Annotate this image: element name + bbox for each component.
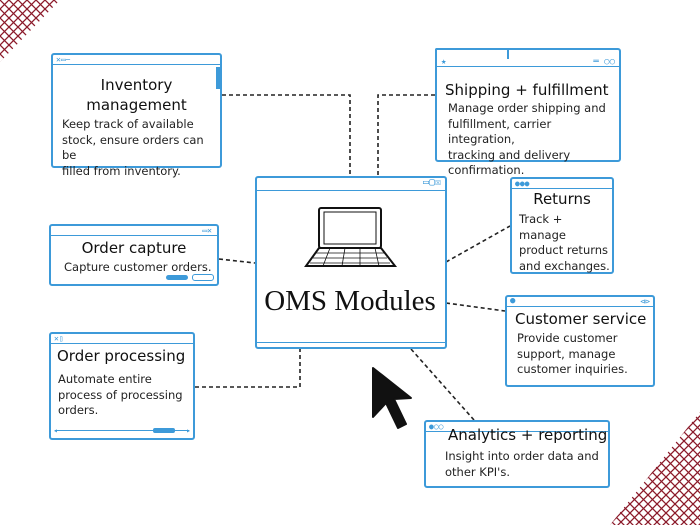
module-title: Inventory management — [86, 76, 187, 114]
crosshatch-top-left — [0, 0, 60, 62]
horizontal-scrollbar[interactable] — [55, 430, 189, 431]
center-window: ▭▢☒ — [255, 176, 447, 349]
module-title: Shipping + fulfillment — [445, 81, 609, 99]
module-description: Capture customer orders. — [64, 260, 212, 274]
module-description: Manage order shipping and fulfillment, c… — [448, 101, 606, 177]
module-title: Customer service — [515, 310, 647, 328]
connector-customer-service — [445, 302, 506, 312]
module-title: Order capture — [81, 239, 187, 257]
module-title: Order processing — [57, 347, 186, 365]
module-analytics: ●○○ Analytics + reporting Insight into o… — [424, 420, 610, 488]
scrollbar-thumb[interactable] — [153, 428, 175, 433]
module-returns: ●●● Returns Track + manage product retur… — [510, 177, 614, 274]
scrollbar[interactable] — [216, 67, 220, 89]
scroll-right-icon[interactable]: ▸ — [186, 426, 191, 435]
window-controls: ▭✕ — [202, 226, 212, 235]
connector-returns — [445, 225, 511, 263]
window-controls: ●●● — [515, 179, 530, 188]
module-description: Provide customer support, manage custome… — [517, 331, 628, 376]
module-description: Track + manage product returns and excha… — [519, 212, 610, 273]
scroll-left-icon[interactable]: ◂ — [53, 426, 58, 435]
center-title: OMS Modules — [264, 285, 436, 317]
window-controls: ✕▯ — [54, 334, 64, 343]
primary-pill-button[interactable] — [166, 275, 188, 280]
module-inventory: ✕▭− Inventory management Keep track of a… — [51, 53, 222, 178]
window-controls: ● — [510, 296, 516, 306]
window-controls: ═ ○○ — [593, 57, 615, 67]
nav-arrows[interactable]: ⊲⊳ — [640, 297, 650, 306]
star-icon: ★ — [441, 57, 447, 67]
module-description: Automate entire process of processing or… — [58, 372, 183, 417]
module-description: Keep track of available stock, ensure or… — [62, 117, 204, 178]
connector-inventory — [222, 94, 351, 177]
connector-order-processing — [195, 347, 301, 388]
module-customer-service: ● ⊲⊳ Customer service Provide customer s… — [505, 295, 655, 387]
crosshatch-bottom-right — [610, 412, 700, 525]
tab-shape — [435, 48, 509, 59]
module-order-capture: ▭✕ Order capture Capture customer orders… — [49, 224, 219, 286]
module-description: Insight into order data and other KPI's. — [445, 449, 599, 479]
connector-analytics — [410, 348, 475, 421]
module-title: Analytics + reporting — [448, 426, 608, 444]
connector-order-capture — [218, 258, 256, 264]
connector-lines — [195, 94, 511, 421]
cursor-arrow-icon — [372, 367, 412, 429]
window-controls: ▭▢☒ — [422, 177, 441, 188]
module-title: Returns — [533, 190, 591, 208]
connector-shipping — [377, 94, 435, 177]
window-controls: ✕▭− — [56, 55, 71, 64]
window-controls: ●○○ — [429, 422, 444, 431]
module-order-processing: ✕▯ Order processing Automate entire proc… — [49, 332, 195, 440]
secondary-pill-button[interactable] — [192, 274, 214, 281]
module-shipping: ★ ═ ○○ Shipping + fulfillment Manage ord… — [435, 48, 621, 177]
